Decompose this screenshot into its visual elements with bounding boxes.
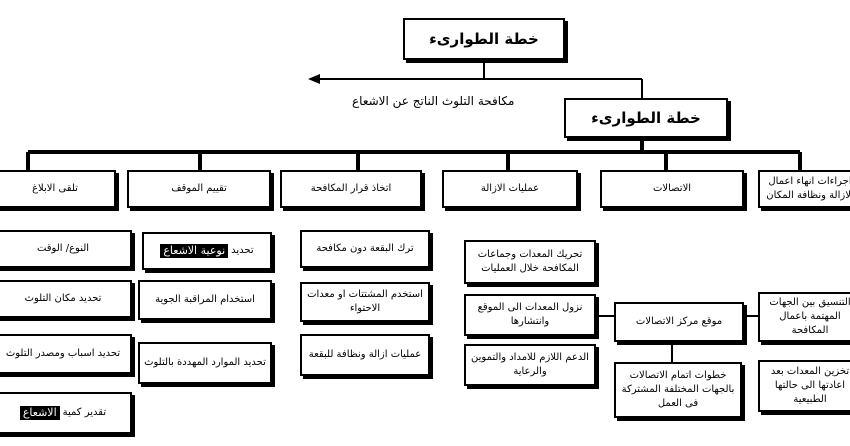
node-spill-cleanup: عمليات ازالة ونظافة للبقعة <box>300 334 430 376</box>
highlight-radiation: الاشعاع <box>19 406 60 420</box>
node-move-equipment: تحريك المعدات وجماعات المكافحة خلال العم… <box>464 240 596 284</box>
header-report-receipt: تلقى الابلاغ <box>0 170 116 208</box>
header-ending-ops: اجراءات انهاء اعمال الازالة ونظافة المكا… <box>758 170 850 208</box>
node-leave-spill: ترك البقعة دون مكافحة <box>300 230 430 268</box>
node-quantity-estimate: تقدير كمية الاشعاع <box>0 392 132 434</box>
node-coordination: التنسيق بين الجهات المهتمة باعمال المكاف… <box>758 292 850 342</box>
node-aerial-monitoring: استخدام المراقبة الجوية <box>138 280 272 320</box>
main-title-box: خطة الطوارىء <box>564 98 728 138</box>
node-radiation-type: تحديد نوعية الاشعاع <box>142 232 272 270</box>
node-type-time: النوع/ الوقت <box>0 230 132 268</box>
arrow-head-left <box>308 74 320 84</box>
header-situation-assessment: تقييم الموقف <box>127 170 271 208</box>
node-pollution-cause: تحديد اسباب ومصدر التلوث <box>0 334 132 374</box>
node-comms-steps: خطوات اتمام الاتصالات بالجهات المختلفة ا… <box>614 362 742 418</box>
node-logistics-support: الدعم اللازم للامداد والتموين والرعاية <box>464 344 596 386</box>
top-title-box: خطة الطوارىء <box>403 18 565 60</box>
node-equipment-storage: تخزين المعدات بعد اعادتها الى حالتها الط… <box>758 360 850 412</box>
main-title-text: خطة الطوارىء <box>591 109 701 127</box>
header-removal-ops: عمليات الازالة <box>442 170 578 208</box>
node-deploy-equipment: نزول المعدات الى الموقع وانتشارها <box>464 294 596 336</box>
header-communications: الاتصالات <box>600 170 744 208</box>
top-title-text: خطة الطوارىء <box>429 30 539 48</box>
node-comms-center: موقع مركز الاتصالات <box>614 302 744 342</box>
arrow-caption: مكافحة التلوث الناتج عن الاشعاع <box>352 94 515 108</box>
node-pollution-location: تحديد مكان التلوث <box>0 280 132 318</box>
highlight-radiation-type: نوعية الاشعاع <box>160 244 229 258</box>
header-response-decision: اتخاذ قرار المكافحة <box>280 170 422 208</box>
node-dispersants-containment: استخدم المشتتات او معدات الاحتواء <box>300 282 430 322</box>
node-threatened-resources: تحديد الموارد المهددة بالتلوث <box>138 342 272 384</box>
